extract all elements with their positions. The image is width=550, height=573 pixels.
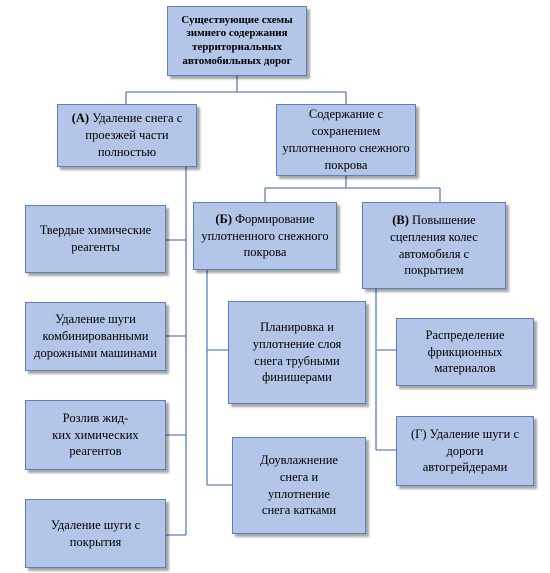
branch-v-marker: (В) xyxy=(392,212,409,227)
v-item-1-box: Распределение фрикционных материалов xyxy=(396,318,534,386)
root-label: Существующие схемы зимнего содержания те… xyxy=(181,13,293,67)
a-item-4-box: Удаление шуги с покрытия xyxy=(25,499,166,568)
v-item-1-label: Распределение фрикционных материалов xyxy=(425,327,505,376)
a-item-3-label: Розлив жид- ких химических реагентов xyxy=(52,410,139,459)
branch-b-box: (Б) Формирование уплотненного снежного п… xyxy=(193,202,337,270)
v-item-2-label: (Г) Удаление шуги с дороги автогрейдерам… xyxy=(411,426,519,475)
v-item-2-box: (Г) Удаление шуги с дороги автогрейдерам… xyxy=(396,416,534,486)
branch-a-marker: (А) xyxy=(71,111,90,126)
branch-a-label: Удаление снега с проезжей части полность… xyxy=(85,111,183,159)
branch-b-label: Формирование уплотненного снежного покро… xyxy=(201,211,329,260)
branch-v-label: Повышение сцепления колес автомобиля с п… xyxy=(390,212,478,278)
b-item-1-label: Планировка и уплотнение слоя снега трубн… xyxy=(252,319,342,385)
a-item-4-label: Удаление шуги с покрытия xyxy=(50,517,141,549)
b-item-2-label: Доувлажнение снега и уплотнение снега ка… xyxy=(260,452,338,518)
a-item-1-label: Твердые химические реагенты xyxy=(39,223,152,254)
branch-b-marker: (Б) xyxy=(215,211,232,226)
a-item-2-label: Удаление шуги комбинированными дорожными… xyxy=(34,312,157,360)
branch-keep-box: Содержание с сохранением уплотненного сн… xyxy=(276,104,416,176)
b-item-2-box: Доувлажнение снега и уплотнение снега ка… xyxy=(232,437,366,534)
branch-keep-label: Содержание с сохранением уплотненного сн… xyxy=(282,107,410,172)
a-item-2-box: Удаление шуги комбинированными дорожными… xyxy=(25,302,166,371)
a-item-1-box: Твердые химические реагенты xyxy=(25,205,166,273)
b-item-1-box: Планировка и уплотнение слоя снега трубн… xyxy=(228,301,366,404)
branch-a-box: (А) Удаление снега с проезжей части полн… xyxy=(57,104,197,167)
branch-v-box: (В) Повышение сцепления колес автомобиля… xyxy=(362,202,506,289)
a-item-3-box: Розлив жид- ких химических реагентов xyxy=(25,400,166,470)
root-box: Существующие схемы зимнего содержания те… xyxy=(167,6,307,76)
